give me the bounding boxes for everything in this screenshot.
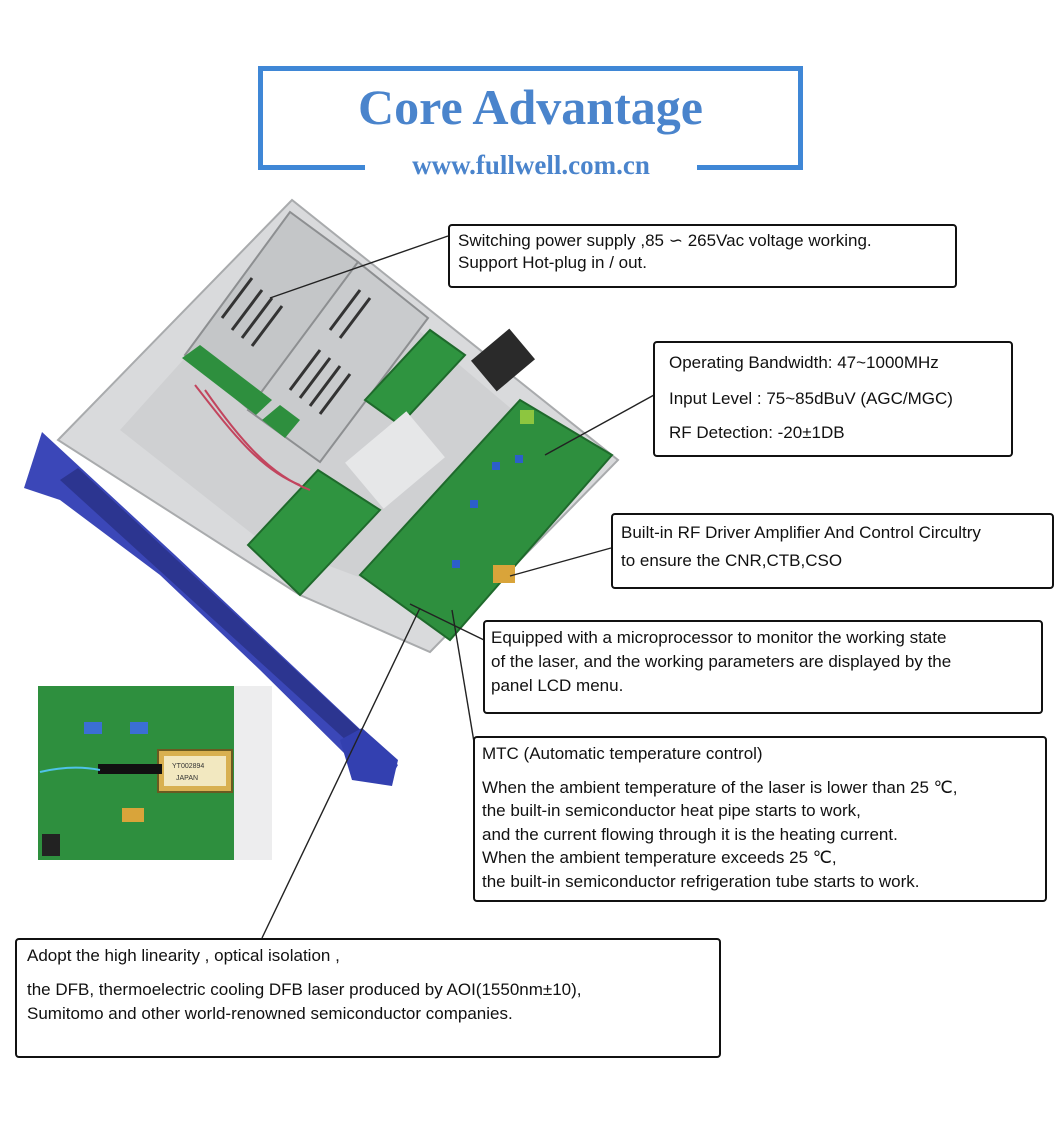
main-pcb xyxy=(358,398,614,642)
rf-driver-note: Built-in RF Driver Amplifier And Control… xyxy=(611,513,1054,589)
note-line: the built-in semiconductor refrigeration… xyxy=(482,871,920,891)
note-line: Support Hot-plug in / out. xyxy=(458,253,648,272)
panel-ear-bottom xyxy=(340,728,398,786)
note-line: Built-in RF Driver Amplifier And Control… xyxy=(621,523,981,542)
control-pcb xyxy=(246,468,382,597)
mcu-pcb xyxy=(363,328,467,427)
title-url-backdrop xyxy=(365,150,697,180)
chip-label-2: JAPAN xyxy=(176,775,198,782)
input-level-spec: Input Level : 75~85dBuV (AGC/MGC) xyxy=(669,389,953,408)
note-line: and the current flowing through it is th… xyxy=(482,824,898,844)
note-line: When the ambient temperature exceeds 25 … xyxy=(482,848,837,867)
chip-label-1: YT002894 xyxy=(172,763,204,770)
note-line: the built-in semiconductor heat pipe sta… xyxy=(482,801,861,820)
mtc-note: MTC (Automatic temperature control) When… xyxy=(473,736,1047,902)
note-line: Equipped with a microprocessor to monito… xyxy=(491,628,947,647)
front-panel-strip xyxy=(60,468,360,742)
laser-closeup-photo: YT002894 JAPAN xyxy=(38,686,272,860)
rf-detection-spec: RF Detection: -20±1DB xyxy=(669,423,845,442)
note-line: When the ambient temperature of the lase… xyxy=(482,777,958,797)
note-line: Adopt the high linearity , optical isola… xyxy=(27,946,340,965)
note-line: Sumitomo and other world-renowned semico… xyxy=(27,1004,513,1023)
note-line: panel LCD menu. xyxy=(491,676,624,695)
website-url: www.fullwell.com.cn xyxy=(412,150,650,180)
specs-note: Operating Bandwidth: 47~1000MHz Input Le… xyxy=(653,341,1013,457)
note-line: Switching power supply ,85 ∽ 265Vac volt… xyxy=(458,231,872,250)
mtc-heading: MTC (Automatic temperature control) xyxy=(482,744,763,763)
laser-module xyxy=(493,565,515,583)
shield-plate xyxy=(345,411,445,509)
power-supply-2 xyxy=(246,260,430,464)
note-line: to ensure the CNR,CTB,CSO xyxy=(621,551,843,570)
optical-connector xyxy=(520,410,534,424)
note-line: the DFB, thermoelectric cooling DFB lase… xyxy=(27,980,582,999)
power-supply-note: Switching power supply ,85 ∽ 265Vac volt… xyxy=(448,224,957,288)
bandwidth-spec: Operating Bandwidth: 47~1000MHz xyxy=(669,353,939,372)
microprocessor-note: Equipped with a microprocessor to monito… xyxy=(483,620,1043,714)
page-title: Core Advantage xyxy=(358,79,703,135)
psu-board-1 xyxy=(182,345,272,415)
fan xyxy=(470,328,536,392)
note-line: of the laser, and the working parameters… xyxy=(491,652,952,671)
psu-board-2 xyxy=(262,405,300,438)
laser-note: Adopt the high linearity , optical isola… xyxy=(15,938,721,1058)
